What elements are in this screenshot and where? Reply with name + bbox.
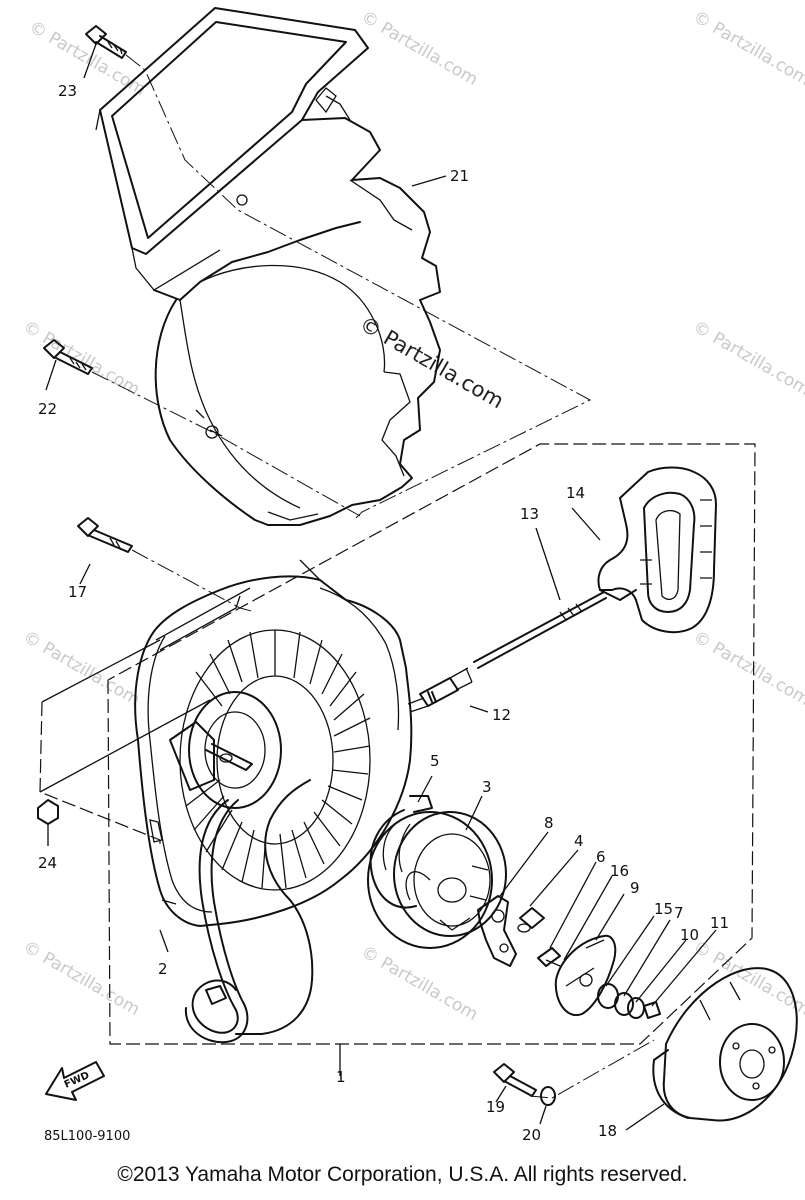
washer-part-7: [614, 992, 634, 1016]
friction-plate-part-9: [554, 934, 617, 1017]
callout-15: 15: [654, 900, 673, 918]
reel-part-3: [367, 811, 507, 949]
callout-leaders: [45, 43, 717, 1131]
callout-13: 13: [520, 505, 539, 523]
bolt-part-19: [493, 1063, 537, 1097]
callout-4: 4: [574, 832, 584, 850]
pulley-part-18: [652, 967, 798, 1122]
copyright-notice: ©2013 Yamaha Motor Corporation, U.S.A. A…: [117, 1163, 688, 1186]
rope-guide-part-12: [407, 667, 473, 713]
callout-9: 9: [630, 879, 640, 897]
bolt-part-6: [537, 947, 561, 967]
nut-part-24: [37, 799, 59, 825]
callout-19: 19: [486, 1098, 505, 1116]
watermark-text: © Partzilla.com: [20, 317, 144, 400]
pawl-part-8: [477, 895, 517, 967]
assembly-outline: [39, 701, 161, 845]
starter-handle-part: [597, 466, 717, 634]
callout-16: 16: [610, 862, 629, 880]
callout-23: 23: [58, 82, 77, 100]
callout-18: 18: [598, 1122, 617, 1140]
callout-7: 7: [674, 904, 684, 922]
fan-fins: [179, 629, 371, 891]
watermark-text: © Partzilla.com: [20, 937, 144, 1020]
watermark-text: © Partzilla.com: [358, 7, 482, 90]
callout-11: 11: [710, 914, 729, 932]
fwd-label: FWD: [63, 1070, 91, 1091]
watermark-text: © Partzilla.com: [20, 627, 144, 710]
watermark-text: © Partzilla.com: [690, 317, 805, 400]
callout-numbers: 23 21 22 17 14 13 12 5 3 8 4 6 16 9 15 7…: [38, 82, 729, 1144]
leader-line: [41, 639, 161, 703]
leader-line: [529, 1039, 655, 1099]
callout-8: 8: [544, 814, 554, 832]
callout-5: 5: [430, 752, 440, 770]
callout-2: 2: [158, 960, 168, 978]
leader-line: [91, 371, 361, 517]
callout-24: 24: [38, 854, 57, 872]
callout-3: 3: [482, 778, 492, 796]
callout-10: 10: [680, 926, 699, 944]
watermark-text: © Partzilla.com: [690, 937, 805, 1020]
starter-housing-part: [134, 559, 413, 1044]
air-shroud-part: [95, 7, 441, 526]
assembly-outline: [107, 443, 756, 1045]
pin-part-4: [517, 907, 545, 933]
watermark-text: © Partzilla.com: [690, 7, 805, 90]
diagram-code: 85L100-9100: [44, 1129, 130, 1144]
washer-part-20: [540, 1086, 556, 1106]
callout-21: 21: [450, 167, 469, 185]
starter-rope-part: [473, 591, 607, 669]
fwd-arrow-icon: FWD: [45, 1061, 105, 1101]
bolt-part-22: [43, 339, 93, 375]
callout-14: 14: [566, 484, 585, 502]
callout-20: 20: [522, 1126, 541, 1144]
watermark-text: © Partzilla.com: [690, 627, 805, 710]
nut-part-11: [643, 1001, 661, 1019]
callout-12: 12: [492, 706, 511, 724]
leader-line: [125, 54, 592, 519]
bolt-part-17: [77, 517, 133, 553]
watermark-text: © Partzilla.com: [358, 942, 482, 1025]
callout-6: 6: [596, 848, 606, 866]
callout-17: 17: [68, 583, 87, 601]
callout-22: 22: [38, 400, 57, 418]
callout-1: 1: [336, 1068, 346, 1086]
leader-line: [39, 699, 211, 793]
bolt-part-23: [85, 25, 127, 59]
